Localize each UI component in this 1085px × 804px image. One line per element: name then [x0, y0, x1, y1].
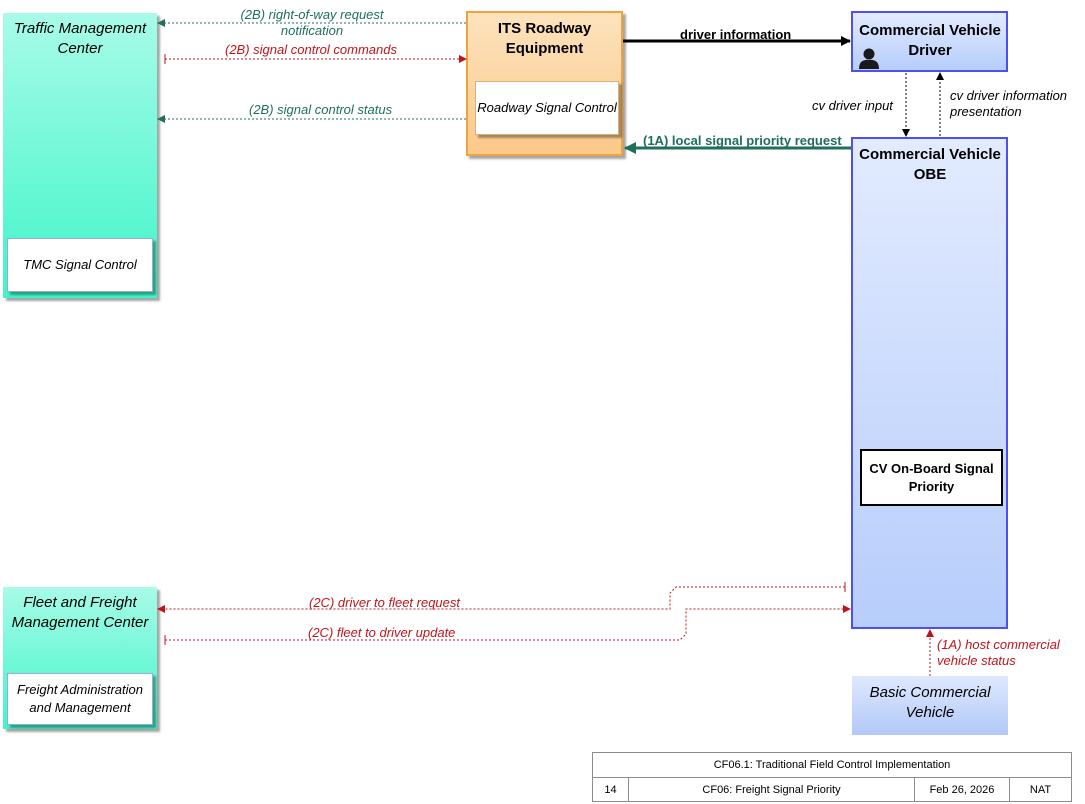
bcv-title: Basic Commercial Vehicle — [869, 684, 991, 721]
label-signal-commands: (2B) signal control commands — [225, 42, 397, 57]
roadway-signal-control: Roadway Signal Control — [475, 81, 619, 135]
commercial-vehicle-driver: Commercial Vehicle Driver — [851, 11, 1008, 72]
tmc-title: Traffic Management Center — [13, 20, 147, 57]
driver-title: Commercial Vehicle Driver — [859, 22, 1001, 59]
fleet-freight-management-center: Fleet and Freight Management Center Frei… — [3, 587, 157, 729]
commercial-vehicle-obe: Commercial Vehicle OBE CV On-Board Signa… — [851, 137, 1008, 629]
flow-fleet-to-driver — [165, 605, 851, 641]
flow-driver-to-fleet — [157, 586, 845, 613]
its-roadway-equipment: ITS Roadway Equipment Roadway Signal Con… — [466, 11, 623, 156]
freight-administration-management: Freight Administration and Management — [7, 673, 153, 725]
footer-code: NAT — [1029, 784, 1052, 796]
label-cv-driver-info-presentation: cv driver information presentation — [950, 88, 1068, 119]
footer-title: CF06.1: Traditional Field Control Implem… — [593, 753, 1071, 778]
footer-name: CF06: Freight Signal Priority — [629, 778, 915, 802]
label-fleet-to-driver: (2C) fleet to driver update — [308, 625, 456, 640]
label-local-priority: (1A) local signal priority request — [643, 133, 842, 148]
label-row-notification: (2B) right-of-way request notification — [240, 7, 384, 38]
label-driver-to-fleet: (2C) driver to fleet request — [309, 595, 461, 610]
fleet-title: Fleet and Freight Management Center — [11, 594, 149, 631]
cv-on-board-signal-priority: CV On-Board Signal Priority — [860, 449, 1003, 506]
basic-commercial-vehicle: Basic Commercial Vehicle — [852, 676, 1008, 735]
tmc-signal-control: TMC Signal Control — [7, 238, 153, 292]
label-signal-status: (2B) signal control status — [249, 102, 393, 117]
obe-title: Commercial Vehicle OBE — [859, 146, 1001, 183]
footer-number: 14 — [593, 778, 629, 802]
label-host-cv-status: (1A) host commercial vehicle status — [937, 637, 1060, 668]
label-driver-info: driver information — [680, 27, 792, 42]
its-title: ITS Roadway Equipment — [497, 20, 592, 57]
diagram-footer: CF06.1: Traditional Field Control Implem… — [592, 752, 1072, 802]
traffic-management-center: Traffic Management Center TMC Signal Con… — [3, 13, 157, 298]
person-icon — [859, 48, 879, 69]
footer-date: Feb 26, 2026 — [915, 778, 1010, 802]
label-cv-driver-input: cv driver input — [812, 98, 893, 113]
